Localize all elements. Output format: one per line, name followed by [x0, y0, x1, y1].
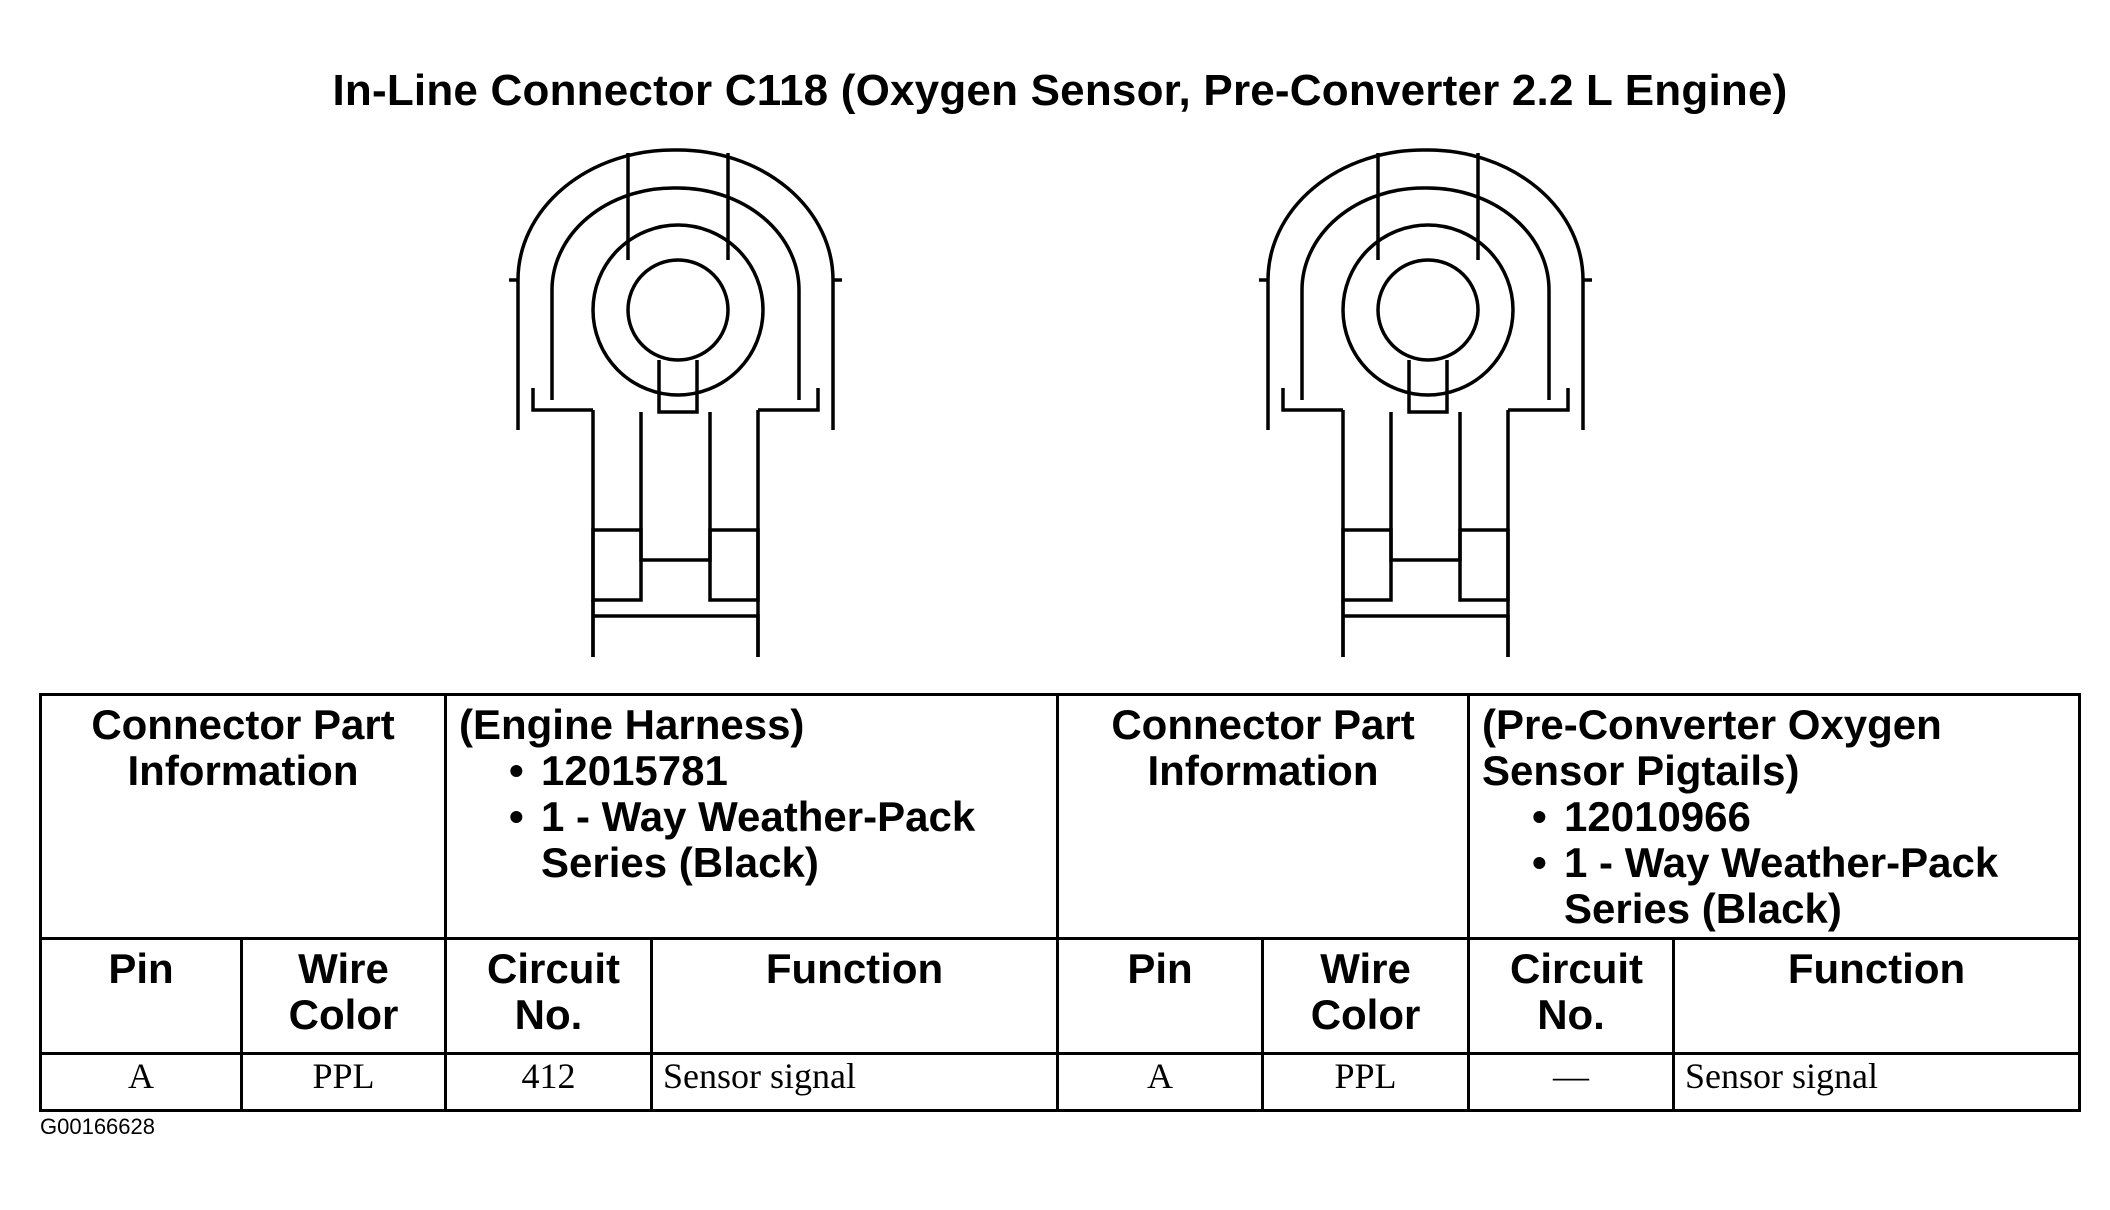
right-col-pin: Pin	[1056, 937, 1265, 1055]
left-wire-color-value: PPL	[240, 1052, 447, 1112]
right-col-wire-color: Wire Color	[1261, 937, 1471, 1055]
connector-pinout-table: Connector Part Information (Engine Harne…	[39, 693, 2082, 1112]
table-row: A PPL 412 Sensor signal A PPL — Sensor s…	[39, 1052, 2082, 1112]
left-part-bullets: 12015781 1 - Way Weather-Pack Series (Bl…	[459, 748, 1056, 886]
figure-reference-id: G00166628	[40, 1114, 155, 1139]
left-pin-value: A	[39, 1052, 243, 1112]
left-part-number: 12015781	[509, 748, 1056, 795]
left-part-series: 1 - Way Weather-Pack Series (Black)	[509, 794, 1056, 886]
right-pin-value: A	[1056, 1052, 1265, 1112]
part-info-row: Connector Part Information (Engine Harne…	[39, 693, 2082, 940]
right-part-number: 12010966	[1532, 794, 2078, 841]
left-col-wire-color: Wire Color	[240, 937, 447, 1055]
left-col-function: Function	[649, 937, 1060, 1055]
right-col-circuit: Circuit No.	[1467, 937, 1676, 1055]
right-part-bullets: 12010966 1 - Way Weather-Pack Series (Bl…	[1482, 794, 2078, 932]
right-function-value: Sensor signal	[1672, 1052, 2082, 1112]
left-function-value: Sensor signal	[649, 1052, 1060, 1112]
right-part-series: 1 - Way Weather-Pack Series (Black)	[1532, 840, 2078, 932]
right-col-function: Function	[1672, 937, 2082, 1055]
left-connector-face	[507, 148, 844, 659]
diagram-title: In-Line Connector C118 (Oxygen Sensor, P…	[332, 66, 1788, 115]
right-pigtail-heading: (Pre-Converter Oxygen Sensor Pigtails)	[1482, 701, 1942, 794]
right-part-info: (Pre-Converter Oxygen Sensor Pigtails) 1…	[1467, 693, 2082, 940]
connector-drawings	[507, 148, 1594, 659]
right-circuit-value: —	[1467, 1052, 1676, 1112]
left-col-circuit: Circuit No.	[444, 937, 653, 1055]
left-col-pin: Pin	[39, 937, 243, 1055]
right-part-info-label: Connector Part Information	[1056, 693, 1471, 940]
right-connector-face	[1257, 148, 1594, 659]
left-part-info: (Engine Harness) 12015781 1 - Way Weathe…	[443, 693, 1060, 940]
left-circuit-value: 412	[444, 1052, 653, 1112]
right-wire-color-value: PPL	[1261, 1052, 1471, 1112]
left-part-info-label: Connector Part Information	[39, 693, 447, 940]
left-harness-heading: (Engine Harness)	[459, 701, 805, 748]
column-header-row: Pin Wire Color Circuit No. Function Pin …	[39, 937, 2082, 1055]
